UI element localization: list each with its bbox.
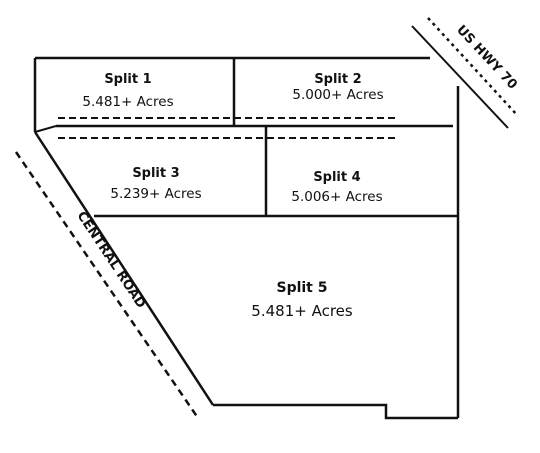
split-2-name: Split 2 — [314, 72, 361, 87]
boundary-left-diagonal — [33, 131, 215, 406]
us-hwy-70-edge-line — [411, 25, 509, 129]
split-3-name: Split 3 — [132, 166, 179, 181]
split-4-name: Split 4 — [313, 170, 360, 185]
split-3-area: 5.239+ Acres — [110, 186, 201, 202]
split-5-area: 5.481+ Acres — [251, 302, 353, 320]
central-road-line — [14, 151, 200, 419]
easement-left-connector — [34, 125, 57, 133]
central-road-label: CENTRAL ROAD — [74, 209, 149, 311]
boundary-bottom — [213, 403, 458, 420]
split-1-area: 5.481+ Acres — [82, 94, 173, 110]
split-2-area: 5.000+ Acres — [292, 87, 383, 103]
split-4-area: 5.006+ Acres — [291, 189, 382, 205]
split-1-name: Split 1 — [104, 72, 151, 87]
split-5-name: Split 5 — [276, 280, 327, 296]
us-hwy-70-road-line — [427, 17, 519, 117]
